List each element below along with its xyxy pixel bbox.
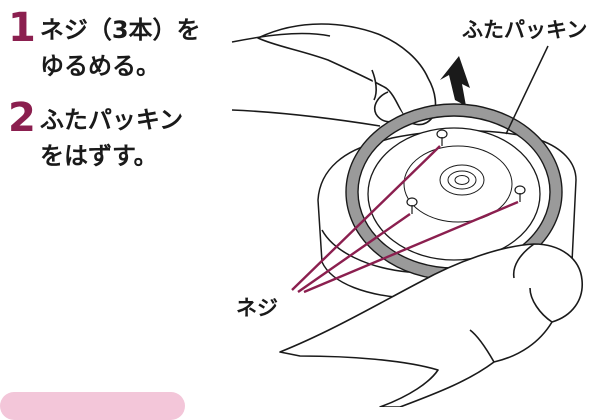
note-badge: [0, 392, 185, 420]
step1-leader-line: [231, 32, 331, 43]
screw-icon: [514, 185, 526, 202]
lower-hand: [279, 243, 583, 407]
step-2-text-line1: ふたパッキン: [39, 106, 184, 134]
step-1-number: 1: [8, 5, 36, 51]
upper-hand: [257, 23, 437, 126]
gasket-leader-line: [505, 45, 549, 135]
lid-gasket-illustration: [231, 23, 583, 407]
screw-leader-lines: [291, 145, 519, 294]
gasket-label: ふたパッキン: [462, 18, 588, 42]
step-1-text-line2: ゆるめる。: [40, 52, 160, 80]
screw-icon: [436, 129, 448, 146]
screw-icon: [406, 197, 418, 214]
step2-leader-line: [231, 109, 381, 127]
step-2-number: 2: [8, 95, 36, 141]
screw-label: ネジ: [236, 296, 278, 320]
step-2-text-line2: をはずす。: [40, 142, 158, 170]
lift-arrow-icon: [440, 56, 470, 106]
step-1-text-line1: ネジ（3本）を: [39, 16, 201, 44]
